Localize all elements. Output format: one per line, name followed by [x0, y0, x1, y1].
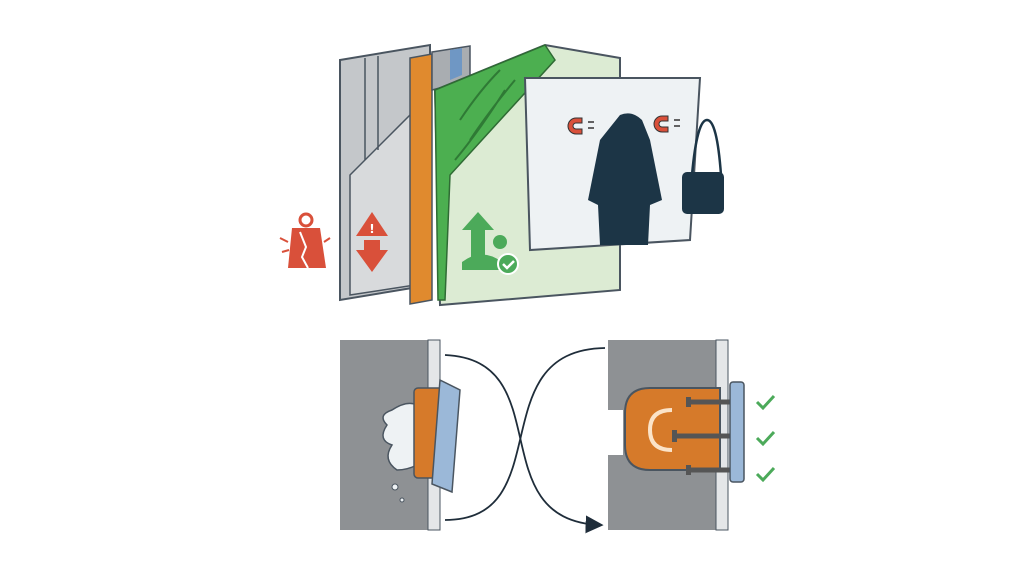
- broken-weight-icon: [279, 212, 331, 269]
- check-icon: [755, 466, 776, 483]
- svg-text:!: !: [369, 222, 374, 236]
- up-down-arrows-icon: !: [356, 212, 388, 272]
- check-icon: [755, 394, 776, 411]
- magnet-icon: [653, 115, 680, 133]
- screw-icon: [672, 430, 732, 442]
- transition-arrow: [444, 347, 606, 521]
- coat-icon: [588, 113, 662, 245]
- failing-anchor-section: [340, 339, 461, 531]
- strength-check-icon: [462, 212, 519, 275]
- secure-anchor-section: [608, 339, 745, 531]
- mounting-plate: [729, 381, 745, 483]
- orange-layer: [409, 53, 433, 305]
- check-icon: [755, 430, 776, 447]
- screw-icon: [686, 465, 732, 475]
- transition-arrow: [444, 354, 604, 534]
- bag-icon: [682, 118, 724, 214]
- screw-icon: [686, 397, 732, 407]
- mounting-plate: [431, 378, 461, 494]
- magnet-icon: [567, 117, 594, 135]
